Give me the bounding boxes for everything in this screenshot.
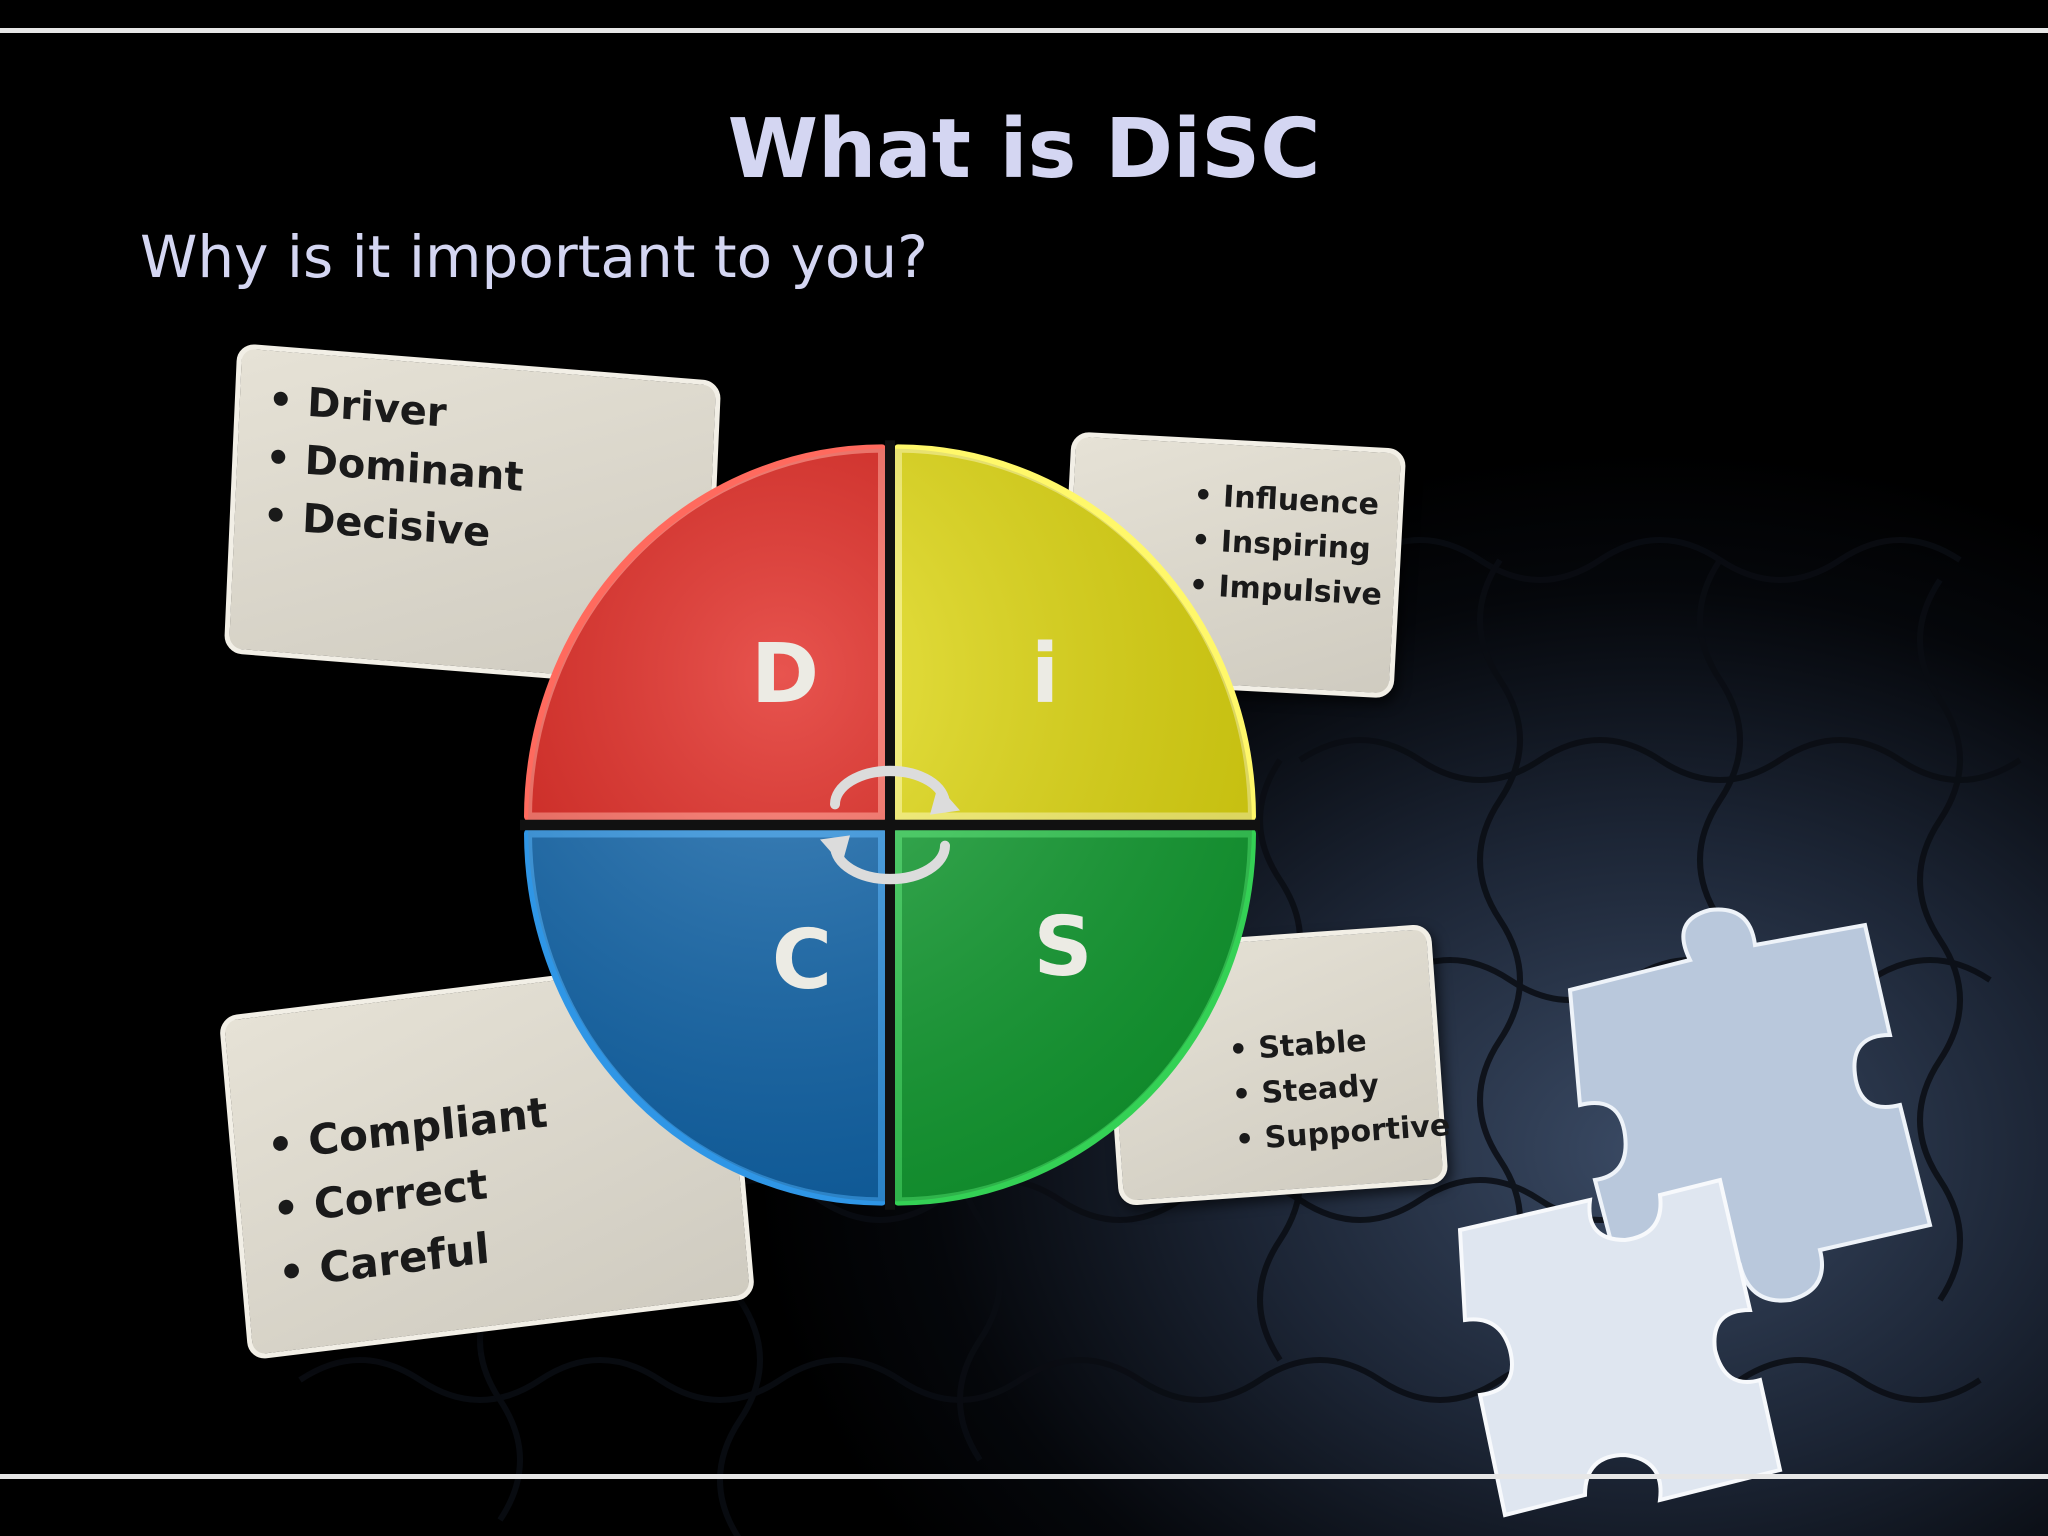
disc-wheel: D i C S bbox=[520, 440, 1260, 1210]
puzzle-pieces-icon bbox=[1457, 907, 1933, 1518]
quadrant-letter-d: D bbox=[751, 627, 819, 722]
bottom-rule bbox=[0, 1474, 2048, 1479]
cycle-arrows-icon bbox=[820, 765, 960, 885]
quadrant-s bbox=[894, 829, 1256, 1206]
slide-subtitle: Why is it important to you? bbox=[140, 223, 928, 291]
top-rule bbox=[0, 28, 2048, 33]
quadrant-i bbox=[894, 444, 1256, 821]
quadrant-letter-c: C bbox=[772, 913, 832, 1008]
quadrant-letter-s: S bbox=[1033, 900, 1092, 995]
quadrant-c bbox=[524, 829, 886, 1206]
quadrant-d bbox=[524, 444, 886, 821]
slide-title: What is DiSC bbox=[727, 102, 1321, 197]
quadrant-letter-i: i bbox=[1031, 627, 1059, 722]
